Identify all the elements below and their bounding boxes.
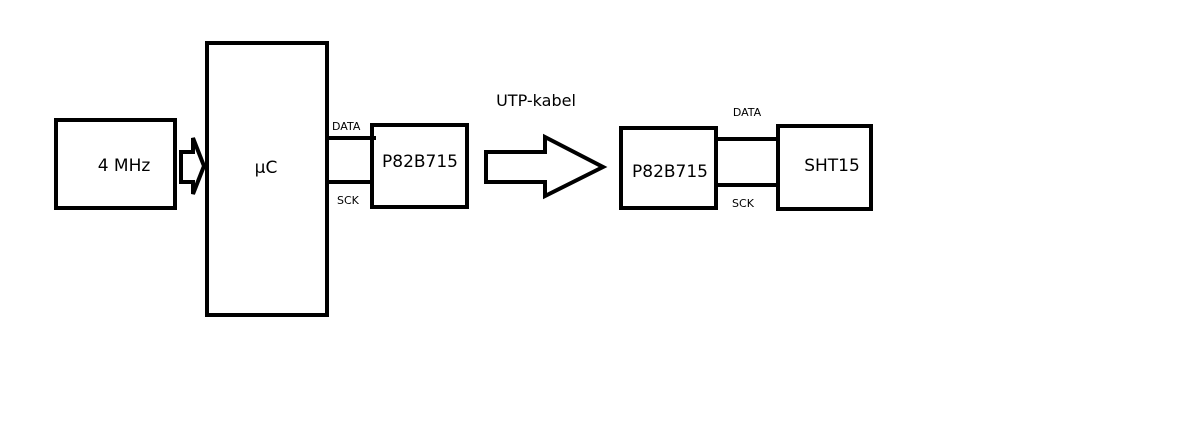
bus-extender-left-label: P82B715	[382, 152, 458, 172]
right-sck-label: SCK	[732, 197, 755, 210]
left-sck-label: SCK	[337, 194, 360, 207]
bus-extender-right-label: P82B715	[632, 162, 708, 182]
oscillator-label: 4 MHz	[98, 156, 151, 176]
bus-extender-left-block: P82B715	[370, 123, 469, 209]
sensor-label: SHT15	[804, 156, 860, 176]
bus-extender-right-box	[619, 126, 718, 210]
oscillator-block: 4 MHz	[54, 118, 177, 210]
bus-extender-right-block: P82B715	[619, 126, 718, 210]
oscillator-box	[54, 118, 177, 210]
bus-extender-left-box	[370, 123, 469, 209]
sensor-block: SHT15	[776, 124, 873, 211]
microcontroller-label: µC	[255, 158, 278, 178]
microcontroller-block: µC	[205, 41, 329, 317]
cable-label: UTP-kabel	[496, 91, 576, 110]
cable-arrow	[484, 133, 608, 200]
left-data-label: DATA	[332, 120, 361, 133]
microcontroller-box	[205, 41, 329, 317]
right-data-label: DATA	[733, 106, 762, 119]
clock-arrow	[179, 137, 207, 195]
sensor-box	[776, 124, 873, 211]
